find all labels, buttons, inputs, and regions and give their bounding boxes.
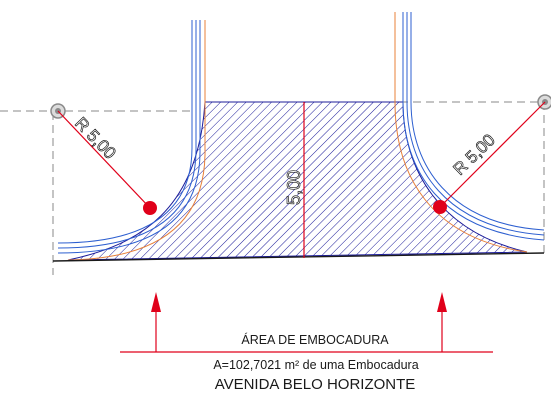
left-radius-line (57, 110, 151, 209)
right-up-arrow (437, 292, 447, 352)
street-name: AVENIDA BELO HORIZONTE (215, 376, 416, 393)
right-tangent-point (433, 200, 447, 214)
left-tangent-point (143, 201, 157, 215)
area-heading: ÁREA DE EMBOCADURA (241, 332, 389, 347)
construction-lines (0, 101, 551, 275)
left-up-arrow (151, 292, 161, 352)
road-edge-line (52, 252, 545, 262)
left-curb (57, 20, 206, 261)
right-radius-line (439, 101, 546, 208)
right-radius-label: R 5,00 (450, 130, 499, 178)
left-radius-label: R 5,00 (71, 114, 119, 163)
depth-dimension-label: 5,00 (284, 170, 304, 205)
right-curb (394, 12, 545, 253)
area-value: A=102,7021 m² de uma Embocadura (213, 358, 418, 372)
